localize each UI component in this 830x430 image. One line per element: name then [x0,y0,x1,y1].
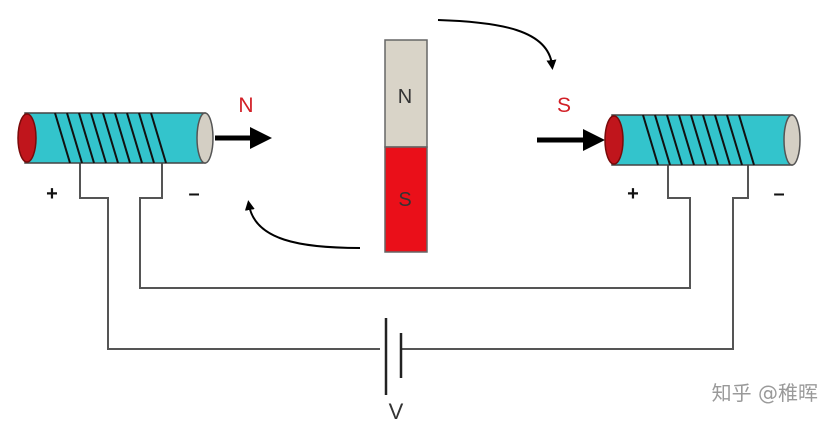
rotation-arrow-bottom [244,200,361,249]
left-coil-pole-cap [196,112,214,164]
right-coil-pole-cap [783,114,801,166]
magnet-south-half [384,146,428,253]
left-pole-label: N [238,94,253,117]
right-coil-body [611,114,793,166]
right-pole-label: S [557,94,571,117]
right-minus-label: – [773,183,784,205]
right-coil-winding [642,114,755,166]
right-coil-red-end [604,115,624,165]
magnet-south-label: S [398,189,411,211]
right-force-arrow [537,129,605,151]
left-force-arrow [215,127,272,149]
watermark-text: 知乎 @稚晖 [712,381,818,405]
left-minus-lead [139,163,691,289]
left-plus-lead [79,163,380,350]
bar-magnet [384,39,428,253]
left-minus-label: – [188,183,199,205]
voltage-label: V [389,399,404,424]
circuit-wires [79,163,749,350]
rotation-arrow-top [437,19,557,70]
left-electromagnet [17,112,214,164]
right-electromagnet [604,114,801,166]
magnet-north-label: N [398,86,412,108]
right-minus-lead [402,163,749,350]
left-coil-red-end [17,113,37,163]
right-plus-label: + [627,183,639,205]
battery-symbol [384,318,403,395]
left-coil-winding [54,112,167,164]
left-plus-label: + [46,183,58,205]
magnet-north-half [384,39,428,148]
